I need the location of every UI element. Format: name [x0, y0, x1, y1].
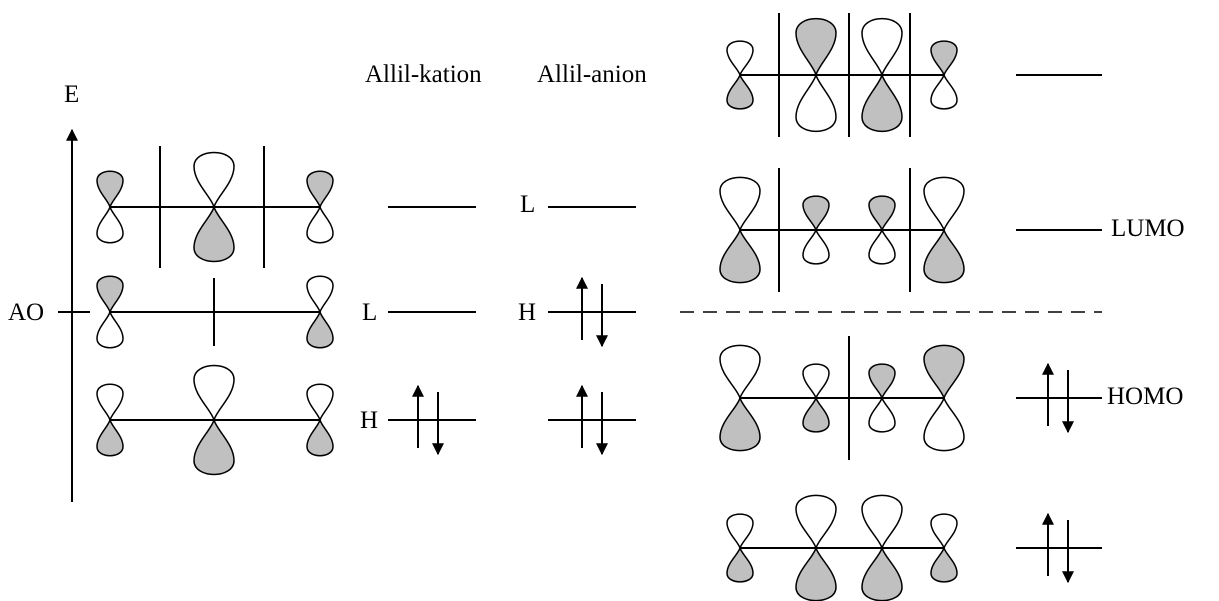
- orbital-lobe-lower: [719, 395, 761, 452]
- orbital-lobe-upper: [719, 344, 761, 401]
- orbital-lobe-upper: [861, 494, 903, 551]
- orbital-lobe-lower: [802, 227, 830, 265]
- butadiene-levels: [1016, 74, 1102, 584]
- anion-homo-label: H: [518, 299, 536, 326]
- orbital-lobe-lower: [923, 227, 965, 284]
- orbital-lobe-upper: [930, 513, 958, 551]
- butadiene-orbital-4: [726, 494, 958, 601]
- orbital-lobe-lower: [795, 72, 837, 132]
- orbital-lobe-upper: [726, 513, 754, 551]
- energy-axis-label: E: [64, 81, 79, 108]
- orbital-lobe-upper: [795, 18, 837, 78]
- orbital-lobe-upper: [923, 344, 965, 401]
- orbital-lobe-lower: [306, 417, 334, 457]
- orbital-lobe-upper: [868, 363, 896, 401]
- orbital-lobe-upper: [923, 176, 965, 233]
- orbital-lobe-lower: [193, 204, 235, 263]
- orbital-lobe-upper: [795, 494, 837, 551]
- allyl-cation-levels: [388, 206, 476, 456]
- orbital-lobe-upper: [96, 383, 124, 423]
- orbital-lobe-upper: [193, 364, 235, 423]
- allyl-anion-levels: [548, 206, 636, 456]
- anion-lumo-label: L: [520, 191, 535, 218]
- orbital-lobe-lower: [802, 395, 830, 433]
- allyl-orbital-middle: [96, 275, 334, 349]
- orbital-lobe-upper: [96, 275, 124, 315]
- orbital-lobe-lower: [306, 309, 334, 349]
- butadiene-orbital-1: [726, 13, 958, 137]
- homo-label: HOMO: [1107, 383, 1183, 410]
- butadiene-orbital-2: [719, 168, 965, 292]
- orbital-lobe-lower: [923, 395, 965, 452]
- allyl-orbital-lower: [96, 364, 334, 476]
- orbital-lobe-lower: [96, 204, 124, 244]
- orbital-lobe-upper: [930, 40, 958, 78]
- orbital-lobe-lower: [719, 227, 761, 284]
- orbital-lobe-upper: [306, 170, 334, 210]
- orbital-lobe-upper: [868, 195, 896, 233]
- allyl-anion-heading: Allil-anion: [537, 61, 647, 88]
- orbital-lobe-upper: [861, 18, 903, 78]
- orbital-lobe-lower: [96, 309, 124, 349]
- orbital-lobe-upper: [193, 151, 235, 210]
- butadiene-orbital-3: [719, 336, 965, 460]
- orbital-lobe-upper: [306, 275, 334, 315]
- orbital-lobe-upper: [802, 363, 830, 401]
- orbital-lobe-lower: [930, 72, 958, 110]
- orbital-lobe-lower: [861, 72, 903, 132]
- orbital-lobe-lower: [726, 545, 754, 583]
- atomic-orbital-label: AO: [8, 299, 44, 326]
- orbital-lobe-upper: [726, 40, 754, 78]
- orbital-lobe-lower: [868, 227, 896, 265]
- cation-lumo-label: L: [362, 299, 377, 326]
- cation-homo-label: H: [360, 407, 378, 434]
- orbital-lobe-lower: [861, 545, 903, 601]
- orbital-lobe-upper: [719, 176, 761, 233]
- orbital-lobe-lower: [868, 395, 896, 433]
- orbital-lobe-upper: [802, 195, 830, 233]
- orbital-lobe-lower: [726, 72, 754, 110]
- allyl-orbital-upper: [96, 146, 334, 268]
- orbital-lobe-lower: [930, 545, 958, 583]
- orbital-lobe-upper: [306, 383, 334, 423]
- allyl-cation-heading: Allil-kation: [365, 61, 482, 88]
- orbital-lobe-lower: [306, 204, 334, 244]
- orbital-lobe-lower: [96, 417, 124, 457]
- allyl-orbitals: [96, 146, 334, 476]
- orbital-lobe-lower: [193, 417, 235, 476]
- lumo-label: LUMO: [1111, 215, 1185, 242]
- orbital-lobe-upper: [96, 170, 124, 210]
- orbital-lobe-lower: [795, 545, 837, 601]
- butadiene-orbitals: [719, 13, 965, 601]
